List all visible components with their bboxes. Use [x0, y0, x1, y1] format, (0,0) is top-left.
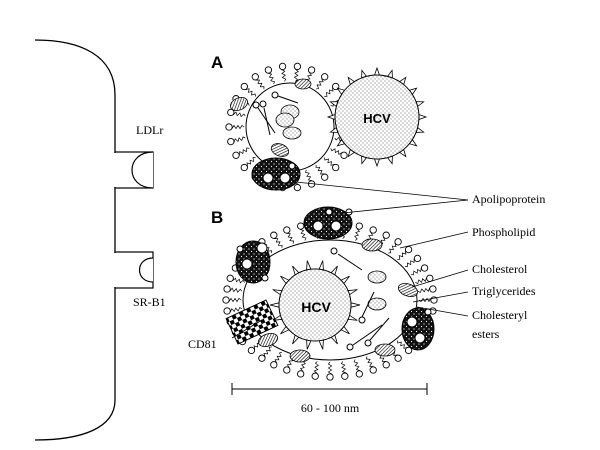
panel-b-label: B	[211, 208, 223, 227]
ldlr-label: LDLr	[136, 123, 163, 137]
hcv-virion-a	[326, 66, 428, 168]
panel-a-label: A	[211, 53, 223, 72]
legend-apolipoprotein: Apolipoprotein	[472, 192, 545, 206]
hcv-label-a: HCV	[363, 111, 391, 126]
legend-phospholipid: Phospholipid	[472, 225, 535, 239]
apolipoprotein-b-right	[401, 307, 435, 351]
legend-esters: esters	[472, 327, 500, 341]
hcv-label-b: HCV	[301, 299, 331, 315]
cd81-label: CD81	[188, 337, 217, 351]
lipoviral-particle-a	[225, 62, 355, 192]
legend-cholesterol: Cholesterol	[472, 262, 528, 276]
apolipoprotein-a	[251, 157, 301, 191]
cell-membrane	[34, 39, 116, 441]
cd81-receptor	[225, 299, 279, 345]
legend-triglycerides: Triglycerides	[472, 284, 536, 298]
ldlr-receptor	[113, 151, 154, 189]
leader-lines	[295, 181, 469, 317]
lipoviral-particle-b	[222, 219, 438, 381]
scale-bar	[231, 383, 428, 395]
scale-bar-label: 60 - 100 nm	[301, 401, 360, 415]
srb1-receptor	[113, 251, 154, 289]
apolipoprotein-b-left	[235, 240, 271, 284]
srb1-label: SR-B1	[133, 295, 166, 309]
legend-cholesteryl: Cholesteryl	[472, 308, 528, 322]
apolipoprotein-b-top	[303, 206, 353, 240]
